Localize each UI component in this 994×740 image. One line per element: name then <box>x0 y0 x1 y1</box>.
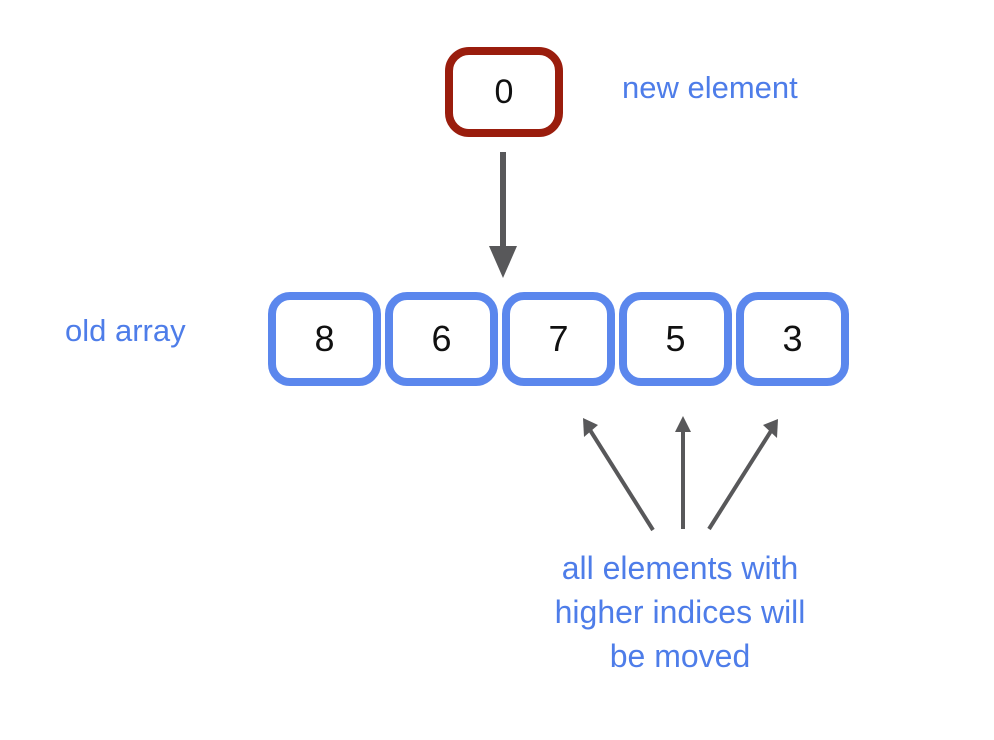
array-cell-3: 5 <box>619 292 732 386</box>
array-cell-value: 7 <box>548 318 569 359</box>
annotation-line-2: higher indices will <box>554 594 806 630</box>
old-array-row: 8 6 7 5 3 <box>268 292 849 386</box>
array-cell-value: 6 <box>431 318 452 359</box>
annotation-caption: all elements with higher indices will be… <box>495 546 865 678</box>
move-up-arrow-left-icon <box>583 418 655 532</box>
move-up-arrow-right-icon <box>707 419 778 531</box>
new-element-box: 0 <box>445 47 563 137</box>
old-array-label: old array <box>65 313 186 348</box>
annotation-line-3: be moved <box>609 638 751 674</box>
array-cell-value: 8 <box>314 318 335 359</box>
new-element-label: new element <box>622 70 798 105</box>
array-cell-value: 5 <box>665 318 686 359</box>
array-cell-0: 8 <box>268 292 381 386</box>
array-cell-2: 7 <box>502 292 615 386</box>
array-cell-4: 3 <box>736 292 849 386</box>
insert-down-arrow-icon <box>489 152 517 278</box>
new-element-value: 0 <box>494 73 514 111</box>
annotation-line-1: all elements with <box>561 550 799 586</box>
array-cell-value: 3 <box>782 318 803 359</box>
move-up-arrow-middle-icon <box>675 416 691 529</box>
array-cell-1: 6 <box>385 292 498 386</box>
